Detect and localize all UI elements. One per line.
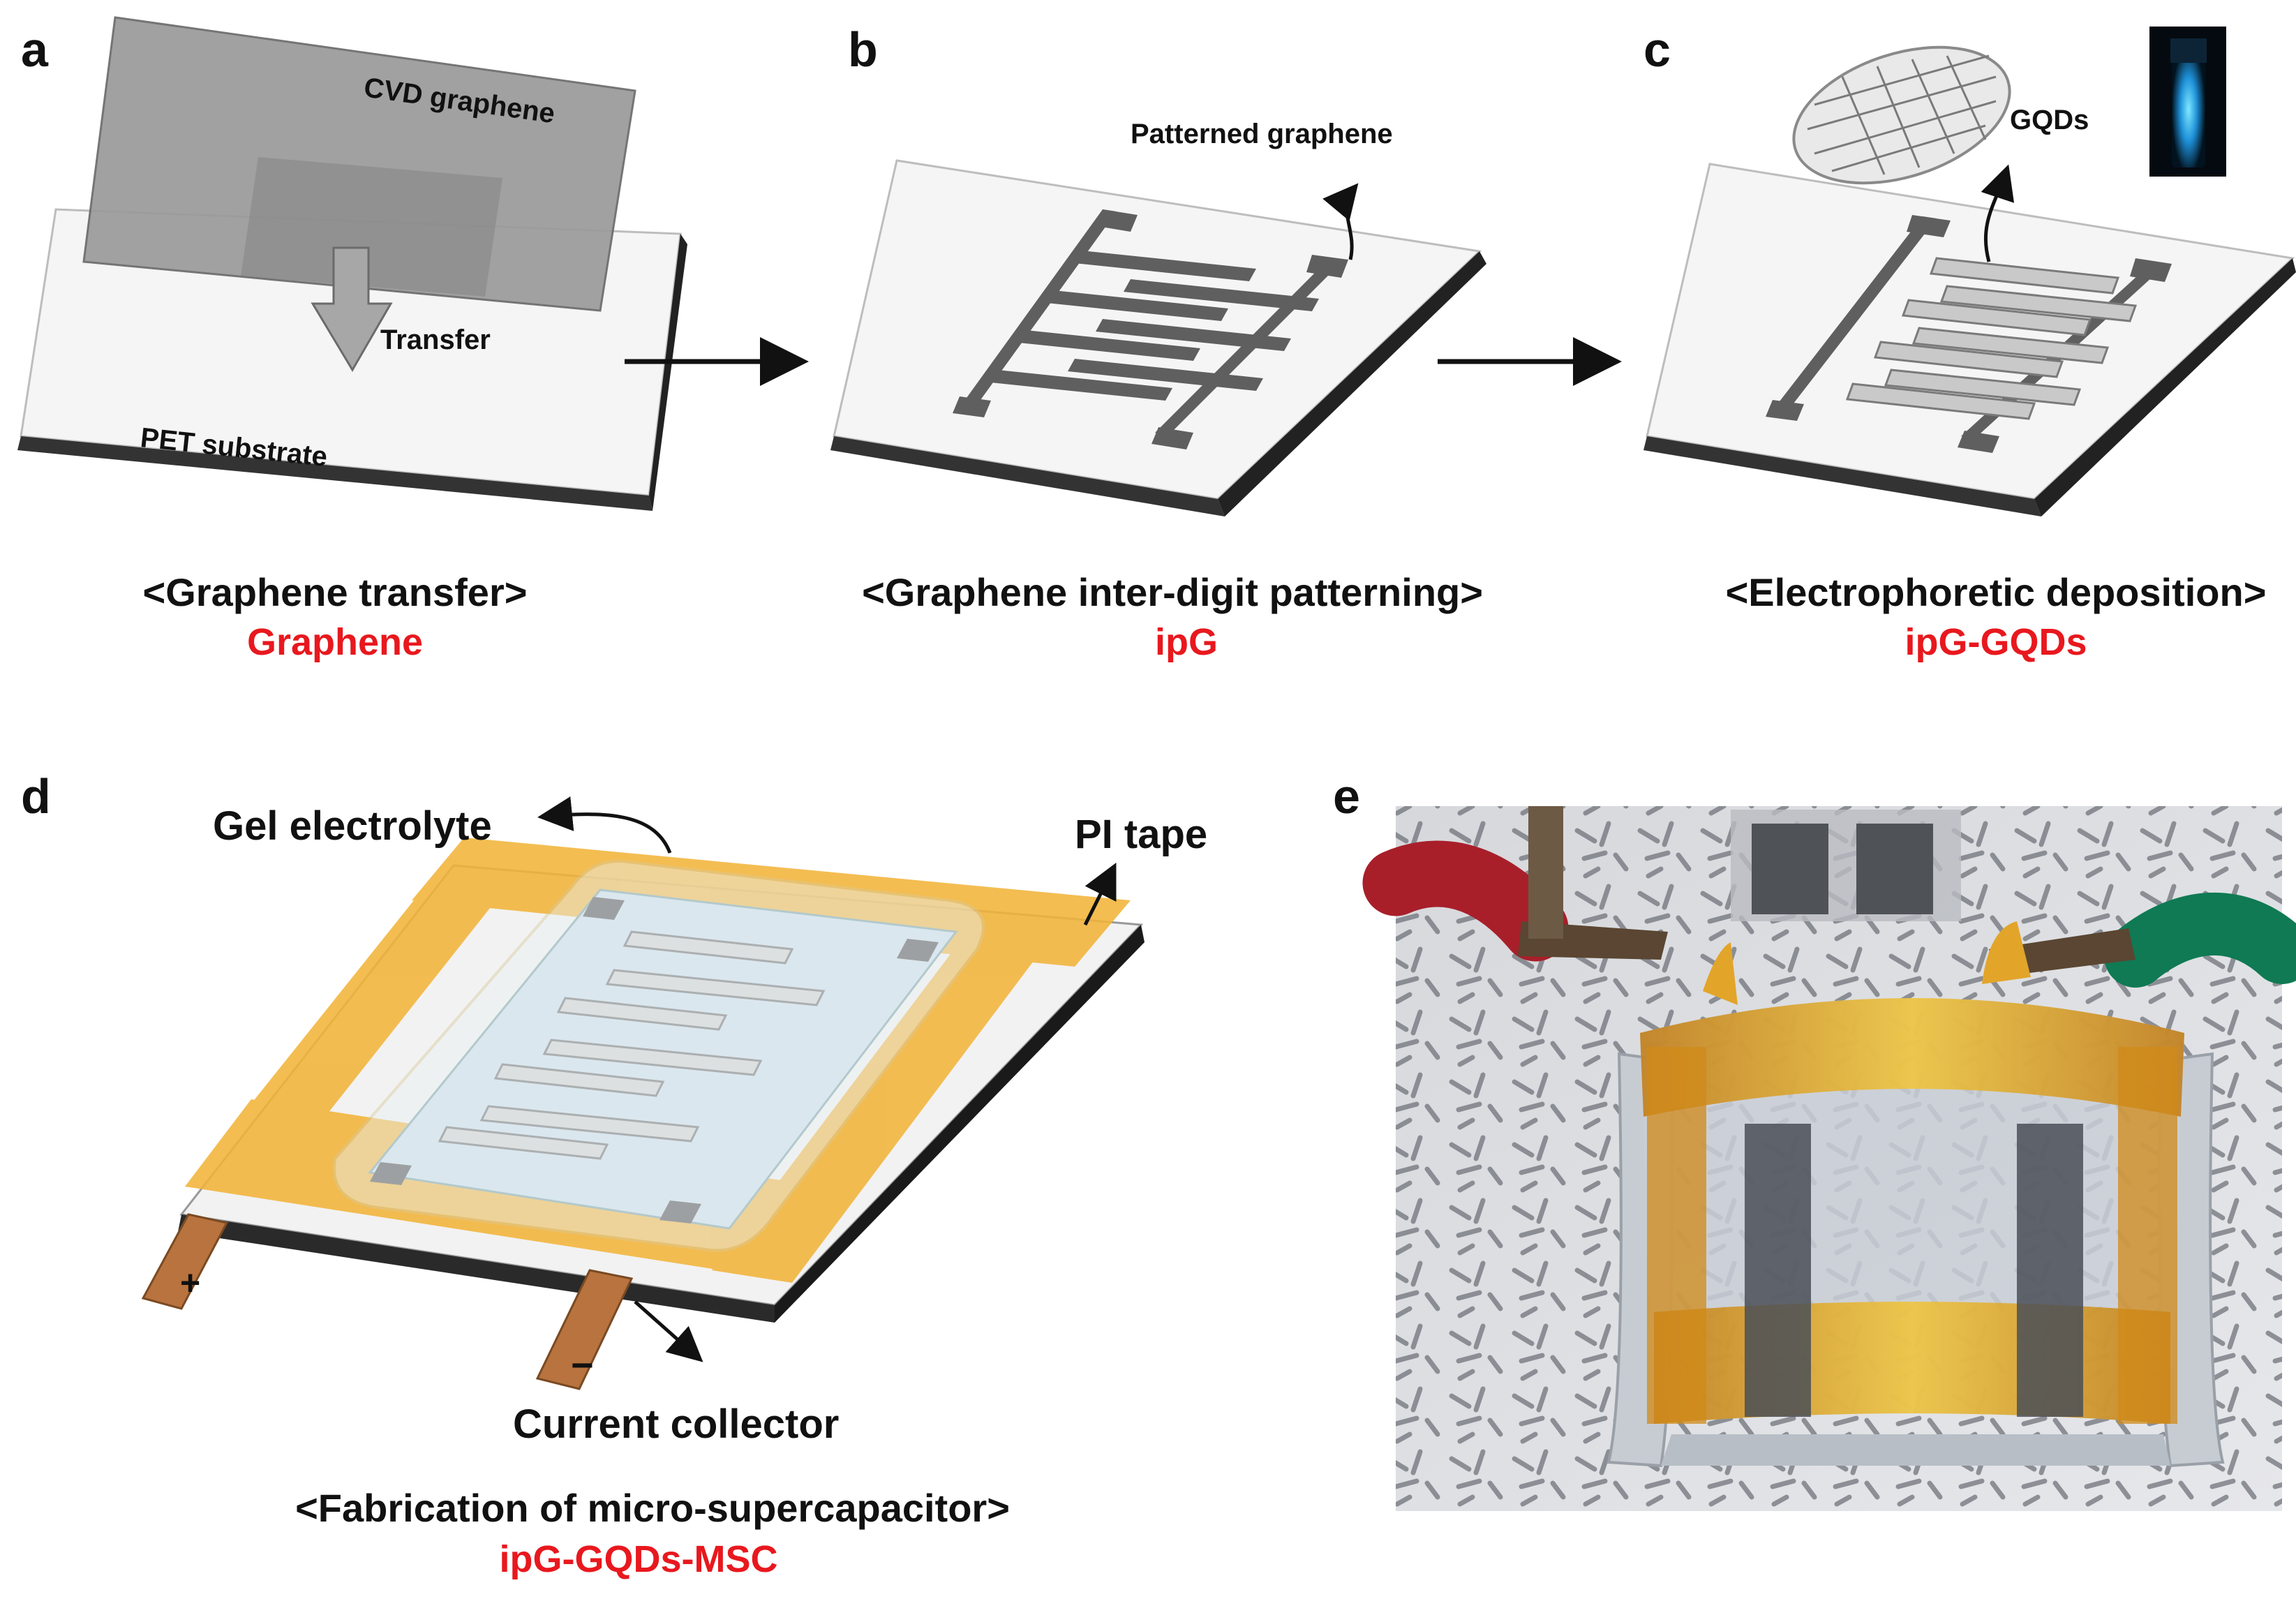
current-collector-label: Current collector	[513, 1401, 839, 1447]
electrode-right	[2017, 1124, 2083, 1417]
panel-c: c	[1643, 22, 2296, 663]
product-b: ipG	[1155, 621, 1218, 663]
panel-letter-e: e	[1333, 769, 1360, 824]
pattern-pointer-arrow	[1322, 183, 1359, 260]
panel-letter-c: c	[1643, 22, 1671, 77]
electrode-left	[1745, 1124, 1811, 1417]
panel-e: e	[1333, 769, 2296, 1511]
caption-a: <Graphene transfer>	[143, 570, 528, 614]
current-collectors	[141, 1213, 634, 1390]
transfer-label: Transfer	[380, 325, 491, 355]
panel-letter-b: b	[848, 22, 878, 77]
kapton-top	[1640, 998, 2184, 1117]
substrate-c	[1643, 163, 2296, 516]
gel-electrolyte-label: Gel electrolyte	[213, 803, 492, 849]
panel-letter-a: a	[21, 22, 49, 77]
panel-d: d	[21, 769, 1207, 1580]
tape-pointer-arrow	[1083, 863, 1117, 926]
kapton-bottom	[1654, 1302, 2170, 1424]
panel-a: a CVD graphene Transfer PET substrate <G…	[17, 16, 687, 663]
gqd-pointer-arrow	[1981, 164, 2015, 262]
substrate-b	[830, 159, 1486, 516]
cvd-graphene-sheet	[82, 16, 636, 312]
gel-pointer-arrow	[537, 796, 672, 854]
red-clip-cable	[1362, 840, 1569, 962]
device-photo	[1362, 806, 2296, 1511]
gel-electrolyte-layer	[332, 860, 985, 1252]
gqd-coated-fingers	[1845, 257, 2138, 420]
plus-sign: +	[180, 1263, 200, 1302]
product-a: Graphene	[247, 621, 423, 663]
green-clip-cable	[2104, 892, 2296, 988]
gqds-label: GQDs	[2010, 105, 2089, 135]
patterned-graphene-label: Patterned graphene	[1131, 119, 1393, 149]
collector-pointer-arrow	[634, 1300, 703, 1362]
panel-letter-d: d	[21, 769, 51, 824]
gqd-disc	[1792, 45, 2011, 185]
pi-tape-label: PI tape	[1075, 812, 1207, 857]
product-c: ipG-GQDs	[1904, 621, 2087, 663]
interdigit-pattern-b	[953, 209, 1348, 449]
transfer-arrow	[311, 246, 393, 372]
caption-d: <Fabrication of micro-supercapacitor>	[295, 1486, 1010, 1530]
gqd-vial-photo	[2149, 27, 2226, 177]
minus-sign: −	[571, 1343, 594, 1387]
positive-collector	[141, 1213, 229, 1310]
msc-gqd-fingers	[438, 930, 826, 1160]
panel-b: b Patterned graphene <G	[830, 22, 1486, 663]
negative-collector	[535, 1269, 634, 1390]
caption-c: <Electrophoretic deposition>	[1726, 570, 2267, 614]
active-electrode-area	[368, 888, 958, 1230]
product-d: ipG-GQDs-MSC	[500, 1538, 778, 1580]
caption-b: <Graphene inter-digit patterning>	[862, 570, 1483, 614]
